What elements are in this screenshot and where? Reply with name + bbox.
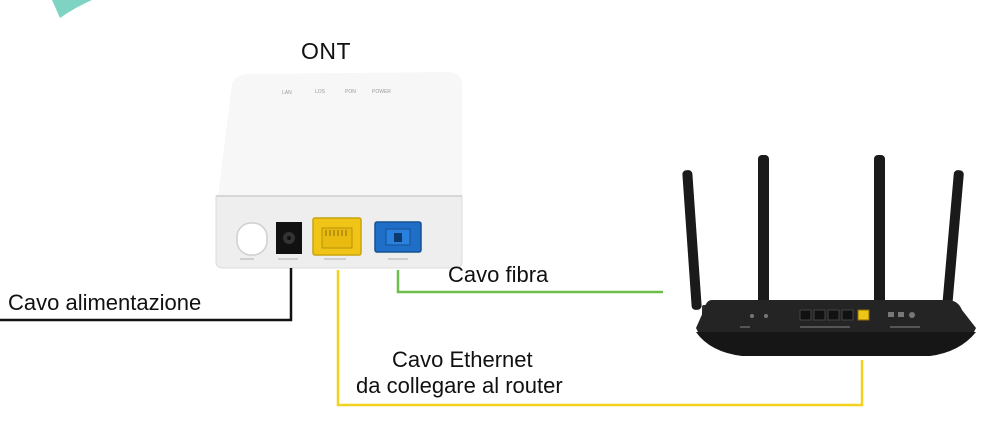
power-jack-icon bbox=[276, 222, 302, 254]
led-label-los: LOS bbox=[315, 89, 326, 95]
ethernet-cable-line bbox=[336, 270, 864, 407]
power-button-icon bbox=[236, 222, 268, 256]
ethernet-port-icon bbox=[312, 217, 362, 256]
router-icon bbox=[682, 155, 976, 356]
ont-label: ONT bbox=[301, 38, 352, 64]
router-wan-port-icon bbox=[857, 309, 870, 321]
teal-accent-shape bbox=[52, 0, 92, 18]
led-label-pon: PON bbox=[345, 89, 356, 95]
led-label-lan: LAN bbox=[282, 90, 292, 96]
ont-led-labels: LAN LOS PON POWER bbox=[282, 89, 391, 96]
led-label-power: POWER bbox=[372, 89, 391, 95]
ont-device-icon: LAN LOS PON POWER bbox=[215, 72, 463, 269]
ethernet-cable-label-line1: Cavo Ethernet bbox=[392, 347, 533, 372]
ethernet-cable-label-line2: da collegare al router bbox=[356, 373, 563, 398]
power-cable-line bbox=[0, 268, 293, 322]
fiber-cable-label: Cavo fibra bbox=[448, 262, 549, 287]
fiber-cable-line bbox=[396, 270, 663, 294]
fiber-port-icon bbox=[374, 221, 422, 253]
antenna-icon bbox=[682, 155, 964, 315]
power-cable-label: Cavo alimentazione bbox=[8, 290, 202, 315]
